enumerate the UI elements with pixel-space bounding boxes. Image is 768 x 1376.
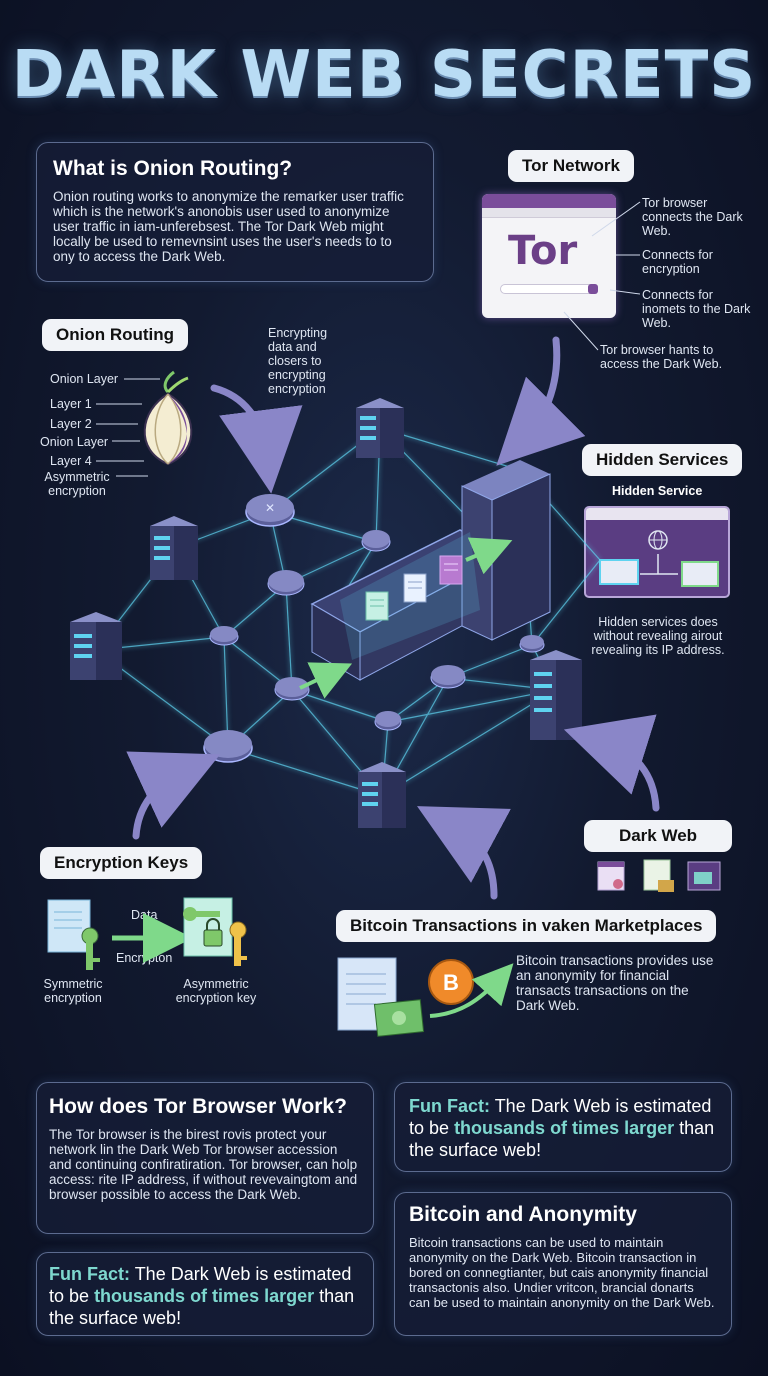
green-key-icon: [183, 907, 220, 921]
router-node: [203, 730, 253, 763]
router-node: [361, 530, 391, 552]
server-tower: [530, 650, 582, 740]
encrypted-tunnel: [299, 460, 551, 699]
tor-note-2: Connects for encryption: [642, 248, 713, 276]
fun-fact-left-highlight: thousands of times larger: [94, 1286, 315, 1306]
tor-note-3: Connects for inomets to the Dark Web.: [642, 288, 751, 330]
hidden-service-title-bar: [586, 508, 728, 520]
document-icon: [439, 555, 463, 585]
svg-text:✕: ✕: [265, 501, 275, 515]
server-towers: [70, 398, 582, 828]
hidden-services-description: Hidden services does without revealing a…: [591, 615, 725, 657]
document-icon: [365, 591, 389, 621]
tor-logo-text: Tor: [508, 228, 578, 274]
router-node: [519, 635, 545, 653]
fun-fact-right-highlight: thousands of times larger: [454, 1118, 675, 1138]
server-tower: [150, 516, 198, 580]
gold-key-icon: [229, 921, 247, 966]
arrow-onion-to-network: [210, 384, 303, 494]
encryption-symmetric-label: Symmetric encryption: [43, 977, 103, 1005]
green-key-icon: [81, 927, 100, 970]
document-icon: [47, 899, 91, 953]
bitcoin-anonymity-body: Bitcoin transactions can be used to main…: [409, 1235, 715, 1310]
fun-fact-box-right: Fun Fact: The Dark Web is estimated to b…: [394, 1082, 732, 1172]
tor-browser-window: Tor: [482, 194, 616, 318]
document-icon: [337, 957, 397, 1031]
bitcoin-marketplaces-label: Bitcoin Transactions in vaken Marketplac…: [336, 910, 717, 942]
bitcoin-illustration: B: [337, 957, 514, 1037]
document-icon: [403, 573, 427, 603]
onion-layer-label-2: Layer 2: [50, 417, 92, 431]
padlock-icon: [203, 918, 223, 947]
onion-layer-label-1: Layer 1: [50, 397, 92, 411]
arrow-tor-to-network: [496, 336, 586, 466]
router-node: [274, 677, 310, 701]
router-node: [374, 711, 402, 731]
tor-logo: Tor: [508, 228, 577, 274]
hidden-service-diagram: [599, 530, 719, 587]
fun-fact-left-pre: The Dark Web is estimated to be: [49, 1264, 352, 1306]
encryption-asymmetric-label: Asymmetric encryption key: [175, 977, 257, 1005]
router-nodes: ✕: [203, 494, 545, 763]
shop-window-icon: [597, 861, 625, 891]
tor-note-4: Tor browser hants to access the Dark Web…: [600, 343, 723, 371]
router-node: ✕: [245, 494, 295, 527]
arrow-bitcoin-to-network: [417, 806, 511, 900]
encryption-keys-illustration: [47, 897, 247, 970]
page-title: DARK WEB SECRETS: [11, 38, 757, 112]
router-node: [267, 570, 305, 596]
bitcoin-anonymity-box: Bitcoin and Anonymity Bitcoin transactio…: [394, 1192, 732, 1336]
bitcoin-anonymity-heading: Bitcoin and Anonymity: [409, 1203, 637, 1226]
onion-icon: [143, 370, 193, 466]
fun-fact-left-text: Fun Fact: The Dark Web is estimated to b…: [49, 1263, 361, 1329]
server-tower: [358, 762, 406, 828]
tor-browser-info-box: How does Tor Browser Work? The Tor brows…: [36, 1082, 374, 1234]
browser-title-bar: [482, 194, 616, 208]
bitcoin-symbol: B: [443, 970, 459, 995]
tor-note-1: Tor browser connects the Dark Web.: [642, 196, 743, 238]
tor-leader-lines: [563, 201, 641, 351]
folder-window-icon: [687, 861, 721, 891]
tor-network-label: Tor Network: [508, 150, 634, 182]
dark-web-label: Dark Web: [584, 820, 732, 852]
onion-layer-label-3: Onion Layer: [40, 435, 109, 449]
onion-routing-side-note: Encrypting data and closers to encryptin…: [268, 326, 328, 396]
hidden-services-label: Hidden Services: [582, 444, 743, 476]
onion-routing-info-heading: What is Onion Routing?: [53, 157, 293, 180]
tor-browser-info-heading: How does Tor Browser Work?: [49, 1095, 347, 1118]
server-tower: [70, 612, 122, 680]
fun-fact-left-key: Fun Fact:: [49, 1264, 130, 1284]
fun-fact-right-pre: The Dark Web is estimated to be: [409, 1096, 712, 1138]
flow-arrows: [126, 336, 660, 900]
router-node: [430, 665, 466, 689]
onion-routing-label: Onion Routing: [42, 319, 189, 351]
fun-fact-right-text: Fun Fact: The Dark Web is estimated to b…: [409, 1095, 717, 1161]
encryption-keys-label: Encryption Keys: [40, 847, 203, 879]
arrow-encryption-to-network: [126, 751, 221, 840]
tor-browser-info-body: The Tor browser is the birest rovis prot…: [49, 1127, 358, 1202]
onion-layer-label-0: Onion Layer: [50, 372, 119, 386]
fun-fact-right-key: Fun Fact:: [409, 1096, 490, 1116]
globe-icon: [648, 530, 668, 550]
arrow-darkweb-to-network: [563, 714, 660, 812]
onion-routing-info-body: Onion routing works to anonymize the rem…: [53, 189, 404, 264]
dark-web-icons: [597, 859, 721, 892]
onion-routing-info-box: What is Onion Routing? Onion routing wor…: [36, 142, 434, 282]
onion-leader-lines: [96, 378, 160, 477]
fun-fact-right-post: than the surface web!: [409, 1118, 715, 1160]
browser-address-bar: [482, 208, 616, 218]
cash-icon: [373, 999, 425, 1037]
fun-fact-box-left: Fun Fact: The Dark Web is estimated to b…: [36, 1252, 374, 1336]
onion-layer-label-5: Asymmetric encryption: [44, 470, 110, 498]
bitcoin-marketplaces-description: Bitcoin transactions provides use an ano…: [516, 953, 714, 1013]
browser-search-icon[interactable]: [588, 284, 598, 294]
onion-layer-label-4: Layer 4: [50, 454, 92, 468]
market-document-icon: [643, 859, 674, 892]
router-node: [209, 626, 239, 646]
bitcoin-coin-icon: B: [428, 959, 474, 1005]
hidden-service-sublabel: Hidden Service: [612, 484, 703, 498]
server-tower: [356, 398, 404, 458]
fun-fact-left-post: than the surface web!: [49, 1286, 355, 1328]
